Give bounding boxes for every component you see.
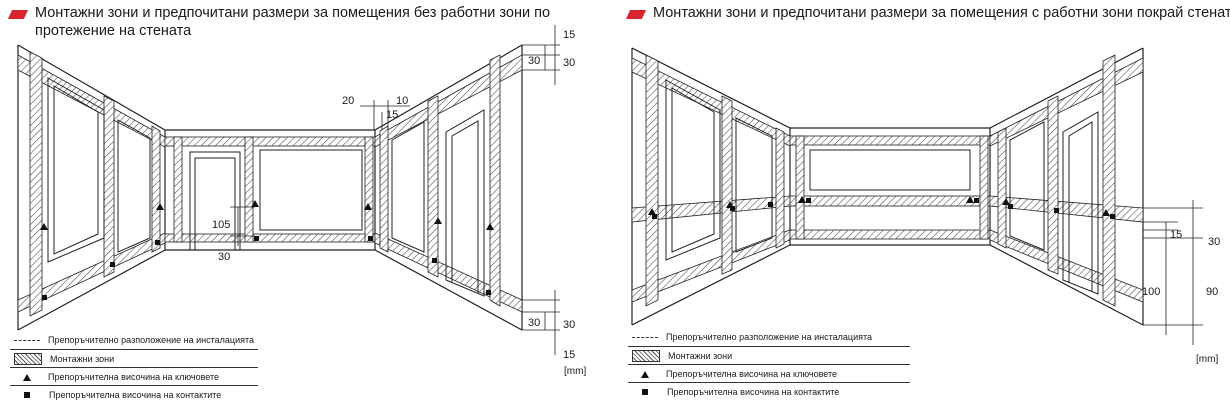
dim-20: 20 [342, 95, 354, 107]
unit-label: [mm] [564, 366, 586, 377]
dim-bottom-15: 15 [563, 349, 575, 361]
dim-30: 30 [218, 251, 230, 263]
mounting-zones [631, 54, 1144, 307]
dim-top-30b: 30 [563, 57, 575, 69]
dim-15: 15 [386, 109, 398, 121]
right-wall-openings [391, 109, 485, 297]
hatch-icon [632, 350, 660, 362]
dimension-labels: 15 30 100 90 [mm] [1142, 229, 1220, 365]
right-panel: Монтажни зони и предпочитани размери за … [618, 0, 1230, 405]
legend-sockets: Препоръчителна височина на контактите [632, 387, 839, 397]
dim-bottom-30b: 30 [563, 319, 575, 331]
device-markers [648, 196, 1115, 219]
left-room-diagram: 15 30 30 20 10 15 105 30 30 30 15 [mm] [17, 25, 586, 377]
legend-divider [628, 346, 910, 347]
dim-15: 15 [1170, 229, 1182, 241]
triangle-icon [641, 370, 649, 378]
left-panel: Монтажни зони и предпочитани размери за … [0, 0, 600, 405]
dim-top-15: 15 [563, 29, 575, 41]
square-icon [642, 389, 648, 395]
legend-divider [10, 367, 258, 368]
legend-installation: Препоръчително разположение на инсталаци… [632, 332, 872, 342]
dimension-lines [230, 25, 560, 355]
back-window [259, 149, 363, 231]
unit-label: [mm] [1196, 354, 1218, 365]
dimension-labels: 15 30 30 20 10 15 105 30 30 30 15 [mm] [212, 29, 586, 377]
legend-divider [628, 382, 910, 383]
back-door [189, 151, 241, 250]
left-header: Монтажни зони и предпочитани размери за … [6, 4, 575, 40]
legend-switches: Препоръчителна височина на ключовете [632, 369, 837, 379]
dashed-line-icon [632, 336, 658, 338]
right-title: Монтажни зони и предпочитани размери за … [653, 5, 1230, 21]
dashed-line-icon [14, 339, 40, 341]
legend-installation: Препоръчително разположение на инсталаци… [14, 335, 254, 345]
dim-90: 90 [1206, 286, 1218, 298]
square-icon [24, 392, 30, 398]
triangle-icon [23, 373, 31, 381]
room-outline [17, 44, 523, 331]
openings [665, 79, 1099, 295]
legend-divider [10, 385, 258, 386]
left-window [47, 77, 151, 263]
device-markers [40, 200, 494, 300]
dim-top-30: 30 [528, 55, 540, 67]
mounting-zones [17, 51, 523, 317]
legend-sockets: Препоръчителна височина на контактите [14, 390, 221, 400]
legend-switches: Препоръчителна височина на ключовете [14, 372, 219, 382]
room-outline [631, 47, 1144, 326]
legend-zones: Монтажни зони [632, 350, 732, 362]
legend-divider [10, 349, 258, 350]
dim-105: 105 [212, 219, 230, 231]
right-room-diagram: 15 30 100 90 [mm] [631, 47, 1220, 365]
dim-bottom-30: 30 [528, 317, 540, 329]
dim-100: 100 [1142, 286, 1160, 298]
dim-30: 30 [1208, 236, 1220, 248]
legend-divider [628, 364, 910, 365]
dim-10: 10 [396, 95, 408, 107]
right-header: Монтажни зони и предпочитани размери за … [624, 4, 1230, 22]
legend-zones: Монтажни зони [14, 353, 114, 365]
hatch-icon [14, 353, 42, 365]
dimension-lines [1143, 200, 1203, 345]
left-title: Монтажни зони и предпочитани размери за … [35, 5, 551, 39]
